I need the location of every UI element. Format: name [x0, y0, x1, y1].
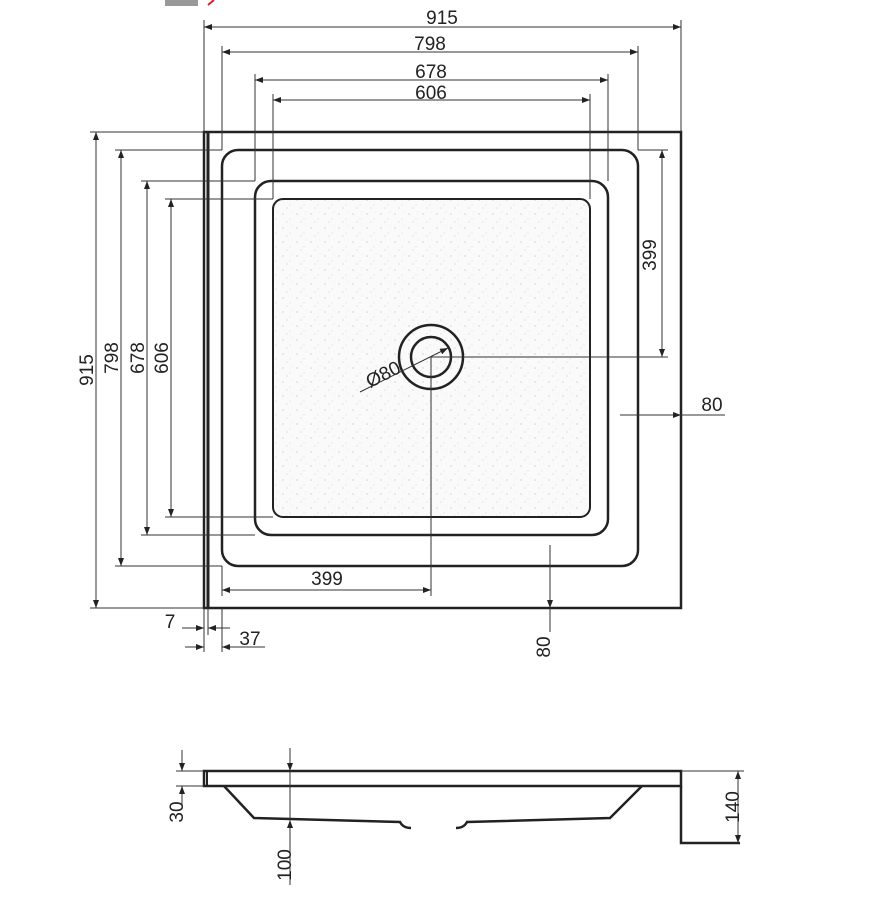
cropped-logo-fragment	[165, 0, 198, 6]
dim-drain-to-back: 399	[640, 239, 661, 271]
dim-flange: 7	[165, 612, 176, 633]
dim-rim-height: 30	[167, 801, 188, 822]
dim-height-606: 606	[152, 342, 173, 374]
cropped-red-mark	[207, 0, 215, 6]
width-dimensions	[203, 20, 682, 199]
dim-drain-to-side: 399	[311, 569, 343, 590]
height-dimensions	[90, 131, 273, 609]
dim-rim-right: 80	[701, 395, 722, 416]
side-skirt	[679, 786, 740, 845]
dim-width-678: 678	[415, 62, 447, 83]
dim-width-915: 915	[426, 8, 458, 29]
side-basin-right	[455, 785, 643, 830]
dim-height-678: 678	[128, 342, 149, 374]
side-rim	[202, 769, 683, 788]
side-basin-left	[223, 785, 412, 830]
tray-outline	[202, 130, 683, 610]
tray-top-view	[202, 130, 683, 610]
side-dimensions	[176, 748, 744, 885]
dim-total-height: 140	[723, 791, 744, 823]
dim-width-606: 606	[415, 83, 447, 104]
dim-width-798: 798	[414, 34, 446, 55]
dim-height-798: 798	[102, 342, 123, 374]
rim-outline	[220, 148, 640, 568]
drain-dimensions	[182, 149, 725, 652]
tray-side-view	[202, 769, 740, 845]
dim-flange-offset: 37	[239, 629, 260, 650]
dim-height-915: 915	[77, 354, 98, 386]
dim-depth: 100	[275, 849, 296, 881]
dim-rim-bottom: 80	[534, 636, 555, 657]
